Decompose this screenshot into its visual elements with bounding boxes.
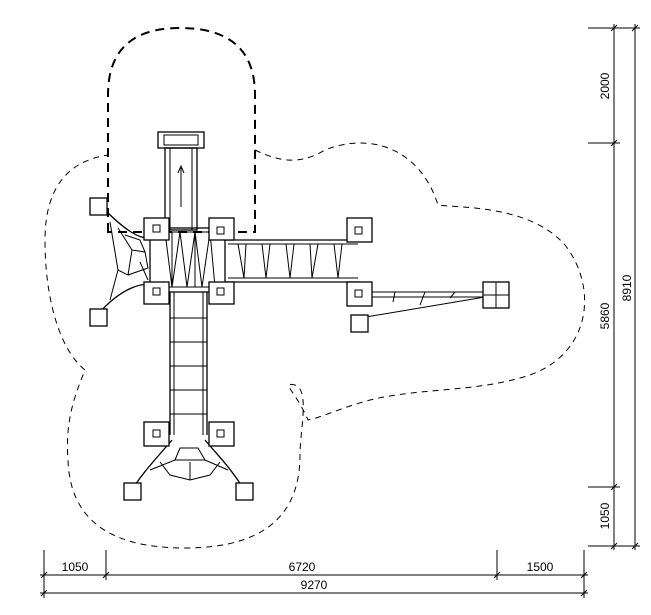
- post: [123, 482, 142, 501]
- dim-right-bottom: 1050: [598, 502, 612, 529]
- dim-bottom-total: 9270: [301, 578, 328, 592]
- bridge-planks: [237, 243, 343, 279]
- post: [208, 421, 235, 447]
- post: [482, 281, 510, 309]
- ladder: [169, 292, 208, 435]
- slide: [157, 131, 205, 231]
- slide-top-inner: [163, 134, 199, 146]
- slide-chute: [164, 147, 198, 231]
- rope-traverse: [359, 291, 486, 319]
- post: [346, 217, 373, 243]
- post: [346, 281, 373, 307]
- dim-bottom-middle: 6720: [289, 560, 316, 574]
- slide-safety-zone: [107, 26, 256, 233]
- dim-right-top: 2000: [598, 72, 612, 99]
- main-tower: [149, 227, 226, 293]
- post: [208, 281, 235, 305]
- post: [208, 217, 235, 241]
- dim-bottom-left: 1050: [62, 560, 89, 574]
- post: [89, 197, 108, 216]
- rope-bridge: [225, 239, 360, 283]
- slide-top-platform: [157, 131, 205, 149]
- ladder-rungs: [170, 317, 207, 415]
- post: [350, 314, 369, 333]
- bottom-dimensions: 1050 6720 1500 9270: [40, 550, 588, 598]
- dim-bottom-right: 1500: [527, 560, 554, 574]
- post: [89, 308, 108, 327]
- posts: [89, 197, 510, 501]
- bottom-climbing-net: [132, 439, 244, 489]
- post: [235, 482, 254, 501]
- right-dimensions: 2000 5860 1050 8910: [588, 24, 640, 550]
- dim-right-total: 8910: [620, 274, 634, 301]
- dim-right-middle: 5860: [598, 302, 612, 329]
- post: [143, 421, 170, 447]
- post: [143, 281, 170, 305]
- tower-steps-zigzag: [164, 231, 216, 288]
- overall-safety-zone: [44, 142, 585, 549]
- post: [143, 217, 170, 241]
